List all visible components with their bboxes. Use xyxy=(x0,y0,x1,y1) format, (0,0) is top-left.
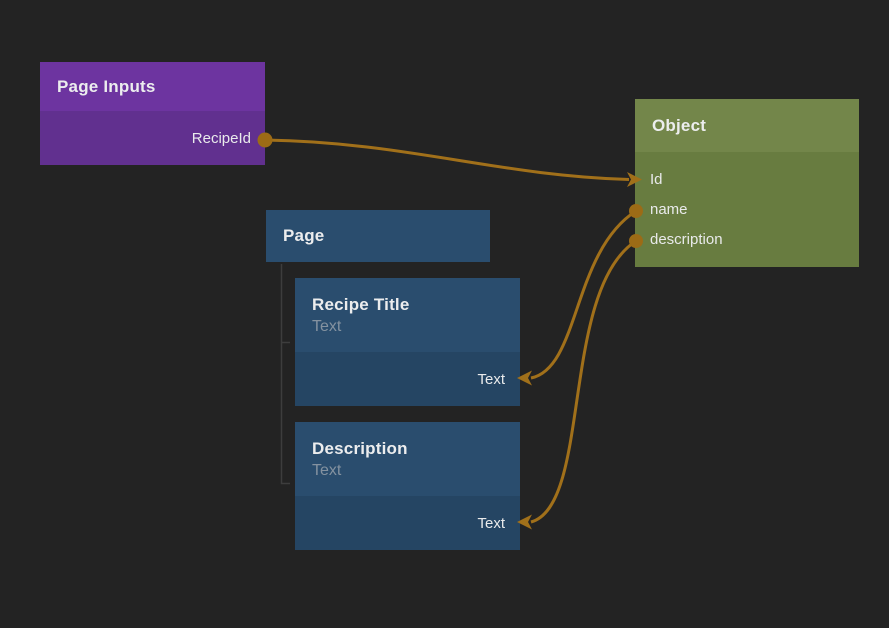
node-title: Page Inputs xyxy=(57,76,156,96)
node-page-inputs-body: RecipeId xyxy=(40,111,265,165)
port-label: Id xyxy=(650,170,663,188)
node-description-body: Text xyxy=(295,496,520,550)
wire-recipeid-to-id[interactable] xyxy=(264,138,630,181)
node-recipe-title[interactable]: Recipe Title Text Text xyxy=(295,278,520,406)
node-title: Page xyxy=(283,226,325,245)
node-description[interactable]: Description Text Text xyxy=(295,422,520,550)
node-subtitle: Text xyxy=(312,461,342,479)
node-subtitle: Text xyxy=(312,317,342,335)
node-recipe-title-body: Text xyxy=(295,352,520,406)
node-page-inputs[interactable]: Page Inputs RecipeId xyxy=(40,62,265,165)
tree-line-page-children xyxy=(280,264,290,485)
node-page-header[interactable]: Page xyxy=(266,210,490,262)
node-title: Description xyxy=(312,438,408,458)
node-object-body: Id name description xyxy=(635,152,859,267)
port-label: Text xyxy=(477,370,505,388)
node-description-header[interactable]: Description Text xyxy=(295,422,520,496)
node-page[interactable]: Page xyxy=(266,210,490,262)
wire-name-to-recipetitle-text[interactable] xyxy=(530,209,637,380)
port-recipeid[interactable]: RecipeId xyxy=(40,123,265,153)
port-label: description xyxy=(650,230,723,248)
port-description[interactable]: description xyxy=(635,224,859,254)
node-recipe-title-header[interactable]: Recipe Title Text xyxy=(295,278,520,352)
node-object-header[interactable]: Object xyxy=(635,99,859,152)
port-label: Text xyxy=(477,514,505,532)
node-object[interactable]: Object Id name description xyxy=(635,99,859,267)
port-label: RecipeId xyxy=(191,129,251,147)
port-id[interactable]: Id xyxy=(635,164,859,194)
port-text[interactable]: Text xyxy=(295,364,520,394)
port-text[interactable]: Text xyxy=(295,508,520,538)
port-name[interactable]: name xyxy=(635,194,859,224)
wire-description-to-description-text[interactable] xyxy=(530,239,637,524)
node-title: Recipe Title xyxy=(312,294,410,314)
port-label: name xyxy=(650,200,688,218)
node-page-inputs-header[interactable]: Page Inputs xyxy=(40,62,265,111)
node-title: Object xyxy=(652,115,707,135)
